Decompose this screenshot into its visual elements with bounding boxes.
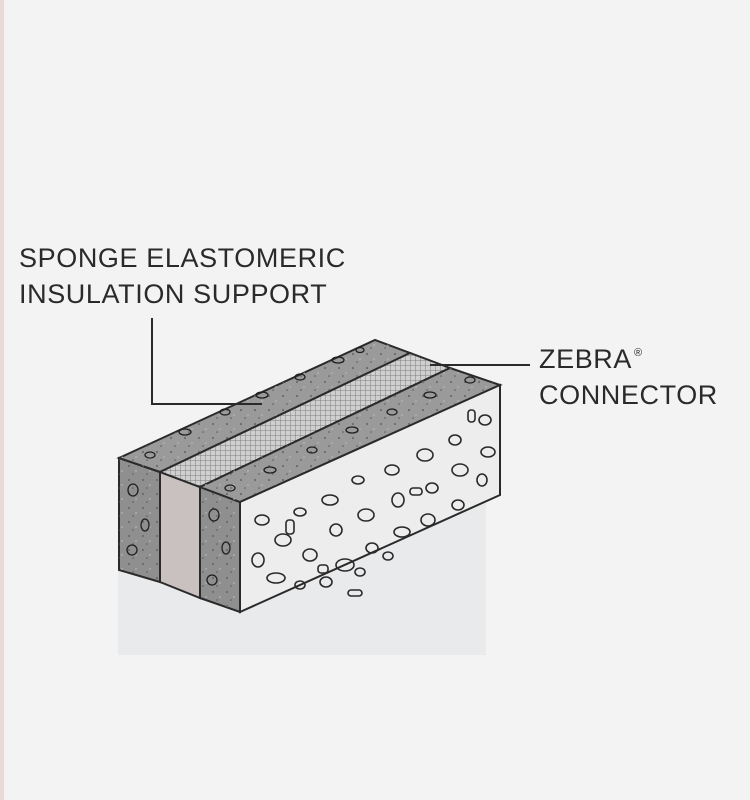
sponge-front-face (239, 383, 501, 614)
left-edge-strip (0, 0, 4, 800)
zebra-label-line2: CONNECTOR (539, 380, 718, 410)
sponge-leader-line (151, 318, 262, 405)
foam-voids-front (251, 409, 496, 597)
sponge-label-line2: INSULATION SUPPORT (19, 279, 328, 309)
foam-voids-side (126, 483, 231, 586)
foam-voids-top (144, 346, 476, 492)
left-sponge-texture (119, 458, 160, 582)
left-sponge-top-texture (119, 340, 410, 472)
zebra-label-line1: ZEBRA® (539, 337, 718, 377)
right-sponge-side-texture (200, 487, 240, 612)
registered-mark: ® (634, 347, 643, 359)
zebra-connector-side (159, 470, 201, 600)
sponge-insulation-label: SPONGE ELASTOMERIC INSULATION SUPPORT (19, 240, 346, 312)
zebra-connector-label: ZEBRA® CONNECTOR (539, 337, 718, 413)
sponge-label-line1: SPONGE ELASTOMERIC (19, 243, 346, 273)
zebra-label-word: ZEBRA (539, 344, 633, 374)
